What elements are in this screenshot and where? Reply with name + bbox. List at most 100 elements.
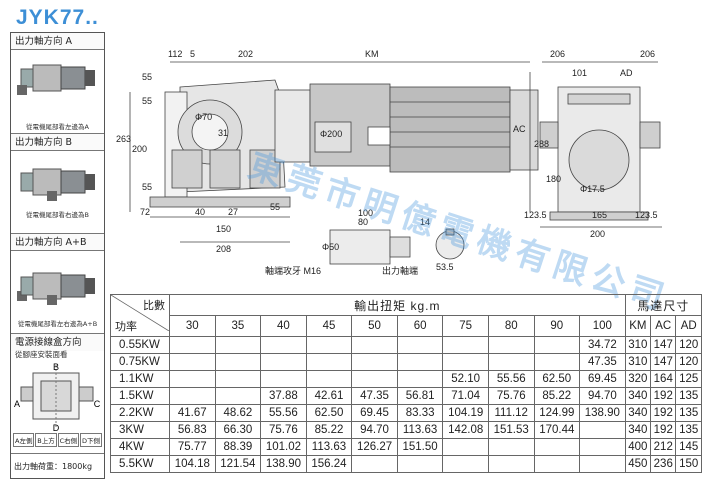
- torque-cell: [214, 353, 262, 371]
- torque-cell: [487, 438, 535, 456]
- motor-b-image: [20, 168, 95, 201]
- ratio-col: 45: [305, 315, 353, 337]
- torque-cell: 75.77: [169, 438, 216, 456]
- dim-288: 288: [534, 139, 549, 149]
- section-a-heading: 出力軸方向 A: [11, 33, 104, 50]
- dim-1235b: 123.5: [635, 210, 658, 220]
- junction-label-a: A: [14, 399, 20, 409]
- torque-cell: 101.02: [260, 438, 307, 456]
- torque-cell: [351, 455, 398, 473]
- torque-cell: [351, 353, 398, 371]
- torque-cell: 66.30: [214, 421, 262, 439]
- ratio-label: 比數: [143, 300, 165, 312]
- dim-cell: 125: [675, 370, 702, 388]
- torque-cell: [260, 370, 307, 388]
- dim-cell: 120: [675, 336, 702, 354]
- torque-cell: [351, 370, 398, 388]
- dim-cell: 120: [675, 353, 702, 371]
- torque-cell: 47.35: [579, 353, 626, 371]
- torque-cell: 170.44: [533, 421, 581, 439]
- ratio-col: 100: [579, 315, 626, 337]
- torque-cell: 88.39: [214, 438, 262, 456]
- dim-cell: 236: [650, 455, 677, 473]
- dim-cell: 150: [675, 455, 702, 473]
- dim-5: 5: [190, 49, 195, 59]
- torque-cell: [396, 353, 444, 371]
- torque-note: 出力軸荷重：1800kg: [14, 462, 93, 471]
- torque-cell: [214, 387, 262, 405]
- dim-202: 202: [238, 49, 253, 59]
- torque-cell: 69.45: [351, 404, 398, 422]
- torque-cell: [533, 438, 581, 456]
- dim-cell: 340: [624, 387, 652, 405]
- dim-80: 80: [358, 217, 368, 227]
- dim-cell: 310: [624, 336, 652, 354]
- dim-100: 100: [358, 208, 373, 218]
- torque-cell: [396, 455, 444, 473]
- dim-cell: 192: [650, 404, 677, 422]
- torque-cell: 69.45: [579, 370, 626, 388]
- torque-cell: [351, 336, 398, 354]
- dim-ac: AC: [513, 124, 526, 134]
- torque-cell: 104.18: [169, 455, 216, 473]
- technical-drawing: 112 5 202 KM 55 55 263 200 Φ70 31 Φ200 A…: [116, 49, 662, 276]
- torque-cell: 142.08: [442, 421, 489, 439]
- power-cell: 3KW: [110, 421, 170, 439]
- torque-cell: [396, 370, 444, 388]
- torque-cell: 62.50: [533, 370, 581, 388]
- torque-cell: 111.12: [487, 404, 535, 422]
- power-cell: 1.5KW: [110, 387, 170, 405]
- dim-165: 165: [592, 210, 607, 220]
- torque-cell: 85.22: [305, 421, 353, 439]
- ratio-power-header: 比數 功率: [110, 294, 170, 337]
- dim-cell: 135: [675, 404, 702, 422]
- dim-cell: 147: [650, 353, 677, 371]
- dim-14: 14: [420, 217, 430, 227]
- torque-header: 輸出扭矩 kg.m: [169, 294, 626, 316]
- dim-101: 101: [572, 68, 587, 78]
- dim-206a: 206: [550, 49, 565, 59]
- torque-cell: [169, 336, 216, 354]
- torque-cell: [305, 353, 353, 371]
- torque-cell: 48.62: [214, 404, 262, 422]
- ratio-col: 35: [214, 315, 262, 337]
- ratio-col: 30: [169, 315, 216, 337]
- torque-cell: 62.50: [305, 404, 353, 422]
- torque-cell: [487, 336, 535, 354]
- torque-cell: [260, 353, 307, 371]
- torque-cell: 34.72: [579, 336, 626, 354]
- torque-cell: 138.90: [579, 404, 626, 422]
- power-cell: 4KW: [110, 438, 170, 456]
- torque-cell: [487, 353, 535, 371]
- dim-535: 53.5: [436, 262, 454, 272]
- legend-a: A左側: [13, 433, 35, 447]
- dim-cell: 310: [624, 353, 652, 371]
- motor-ab-image: [17, 272, 95, 305]
- dim-cell: 450: [624, 455, 652, 473]
- dim-col-km: KM: [624, 315, 652, 337]
- torque-cell: [442, 455, 489, 473]
- ratio-col: 40: [260, 315, 307, 337]
- dim-150: 150: [216, 224, 231, 234]
- torque-cell: 126.27: [351, 438, 398, 456]
- power-cell: 2.2KW: [110, 404, 170, 422]
- torque-cell: 113.63: [305, 438, 353, 456]
- junction-label-b: B: [53, 362, 59, 372]
- section-b-heading: 出力軸方向 B: [11, 134, 104, 151]
- dim-phi175: Φ17.5: [580, 184, 605, 194]
- motor-a-image: [17, 64, 95, 95]
- dim-cell: 145: [675, 438, 702, 456]
- dim-200b: 200: [590, 229, 605, 239]
- dim-55c: 55: [142, 182, 152, 192]
- dim-112: 112: [168, 49, 182, 59]
- dim-31: 31: [218, 128, 228, 138]
- torque-cell: [260, 336, 307, 354]
- dim-cell: 192: [650, 387, 677, 405]
- dim-col-ad: AD: [675, 315, 702, 337]
